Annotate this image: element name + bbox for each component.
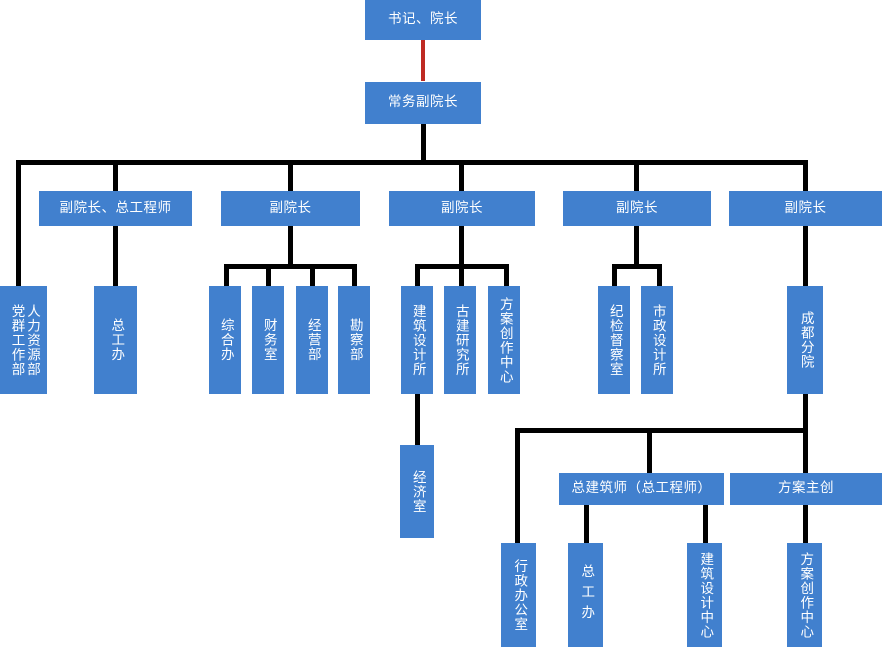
node-chief-architect[interactable]: 总建筑师（总工程师） [559,473,724,505]
node-vice-dean-d[interactable]: 副院长 [729,191,882,226]
connector-bus-to-discipline-inspection [612,264,617,286]
node-vice-dean-c[interactable]: 副院长 [563,191,711,226]
node-chief-engineer-office[interactable]: 总工办 [94,286,137,394]
connector-branch-bus [515,428,808,433]
connector-bus-to-operations-dept [310,264,315,286]
node-chengdu-branch[interactable]: 成都分院 [787,286,823,394]
node-hr-and-party-work-dept[interactable]: 党群工作部 人力资源部 [0,286,47,394]
node-party-work-dept-label: 党群工作部 [8,303,25,377]
connector-bus-to-vice-dean-a [288,160,293,191]
connector-bus-to-vice-dean-d [803,160,808,191]
node-scheme-creation-center[interactable]: 方案创作中心 [488,286,520,394]
node-discipline-inspection-office[interactable]: 纪检督察室 [598,286,630,394]
node-survey-dept[interactable]: 勘察部 [338,286,370,394]
node-exec-vice-dean[interactable]: 常务副院长 [365,82,481,124]
node-hr-dept-label: 人力资源部 [24,303,41,377]
node-branch-scheme-creation-center[interactable]: 方案创作中心 [787,543,822,647]
connector-branch-bus-to-admin-office [515,428,520,543]
node-finance-office[interactable]: 财务室 [252,286,284,394]
connector-bus-to-municipal-design-institute [657,264,662,286]
node-general-office[interactable]: 综合办 [209,286,241,394]
connector-bus-to-hr-party-box [16,160,21,286]
connector-chengdu-branch-stem [803,394,808,432]
node-scheme-lead[interactable]: 方案主创 [730,473,882,505]
connector-dean-to-exec-vice-dean [421,38,425,81]
node-economics-office[interactable]: 经济室 [400,445,434,538]
node-vice-dean-a[interactable]: 副院长 [221,191,360,226]
connector-vice-dean-chief-eng-to-chief-eng-office [113,226,118,286]
connector-vice-dean-a-stem [288,226,293,266]
connector-vice-dean-c-stem [634,226,639,266]
connector-chief-architect-to-branch-chief-eng-office [584,505,589,543]
connector-chief-architect-to-arch-design-center [703,505,708,543]
connector-bus-to-vice-dean-b [459,160,464,191]
connector-bus-to-survey-dept [352,264,357,286]
connector-branch-bus-to-chief-architect [647,428,652,473]
connector-vice-dean-c-bus [612,264,662,269]
connector-branch-bus-to-scheme-lead [803,428,808,473]
node-branch-chief-engineer-office[interactable]: 总工办 [568,543,603,647]
connector-bus-to-general-office [224,264,229,286]
node-secretary-dean[interactable]: 书记、院长 [365,0,481,40]
connector-bus-to-vice-dean-chief-eng [113,160,118,191]
node-arch-design-center[interactable]: 建筑设计中心 [687,543,722,647]
connector-vice-dean-a-bus [224,264,357,269]
connector-bus-to-ancient-arch-research [459,264,464,286]
connector-vice-dean-b-stem [459,226,464,266]
node-operations-dept[interactable]: 经营部 [296,286,328,394]
connector-bus-to-vice-dean-c [634,160,639,191]
connector-bus-to-arch-design-institute [415,264,420,286]
node-vice-dean-chief-engineer[interactable]: 副院长、总工程师 [39,191,192,226]
connector-main-bus [16,160,806,165]
node-ancient-arch-research-institute[interactable]: 古建研究所 [444,286,476,394]
connector-exec-vice-dean-stem [421,124,426,162]
connector-bus-to-scheme-creation-center [504,264,509,286]
node-municipal-design-institute[interactable]: 市政设计所 [641,286,673,394]
node-arch-design-institute[interactable]: 建筑设计所 [401,286,433,394]
connector-vice-dean-d-to-chengdu-branch [803,226,808,286]
node-admin-office[interactable]: 行政办公室 [501,543,536,647]
node-vice-dean-b[interactable]: 副院长 [389,191,535,226]
connector-arch-design-institute-to-economics-office [415,394,420,445]
connector-bus-to-finance-office [266,264,271,286]
connector-scheme-lead-to-branch-scheme-center [803,505,808,543]
